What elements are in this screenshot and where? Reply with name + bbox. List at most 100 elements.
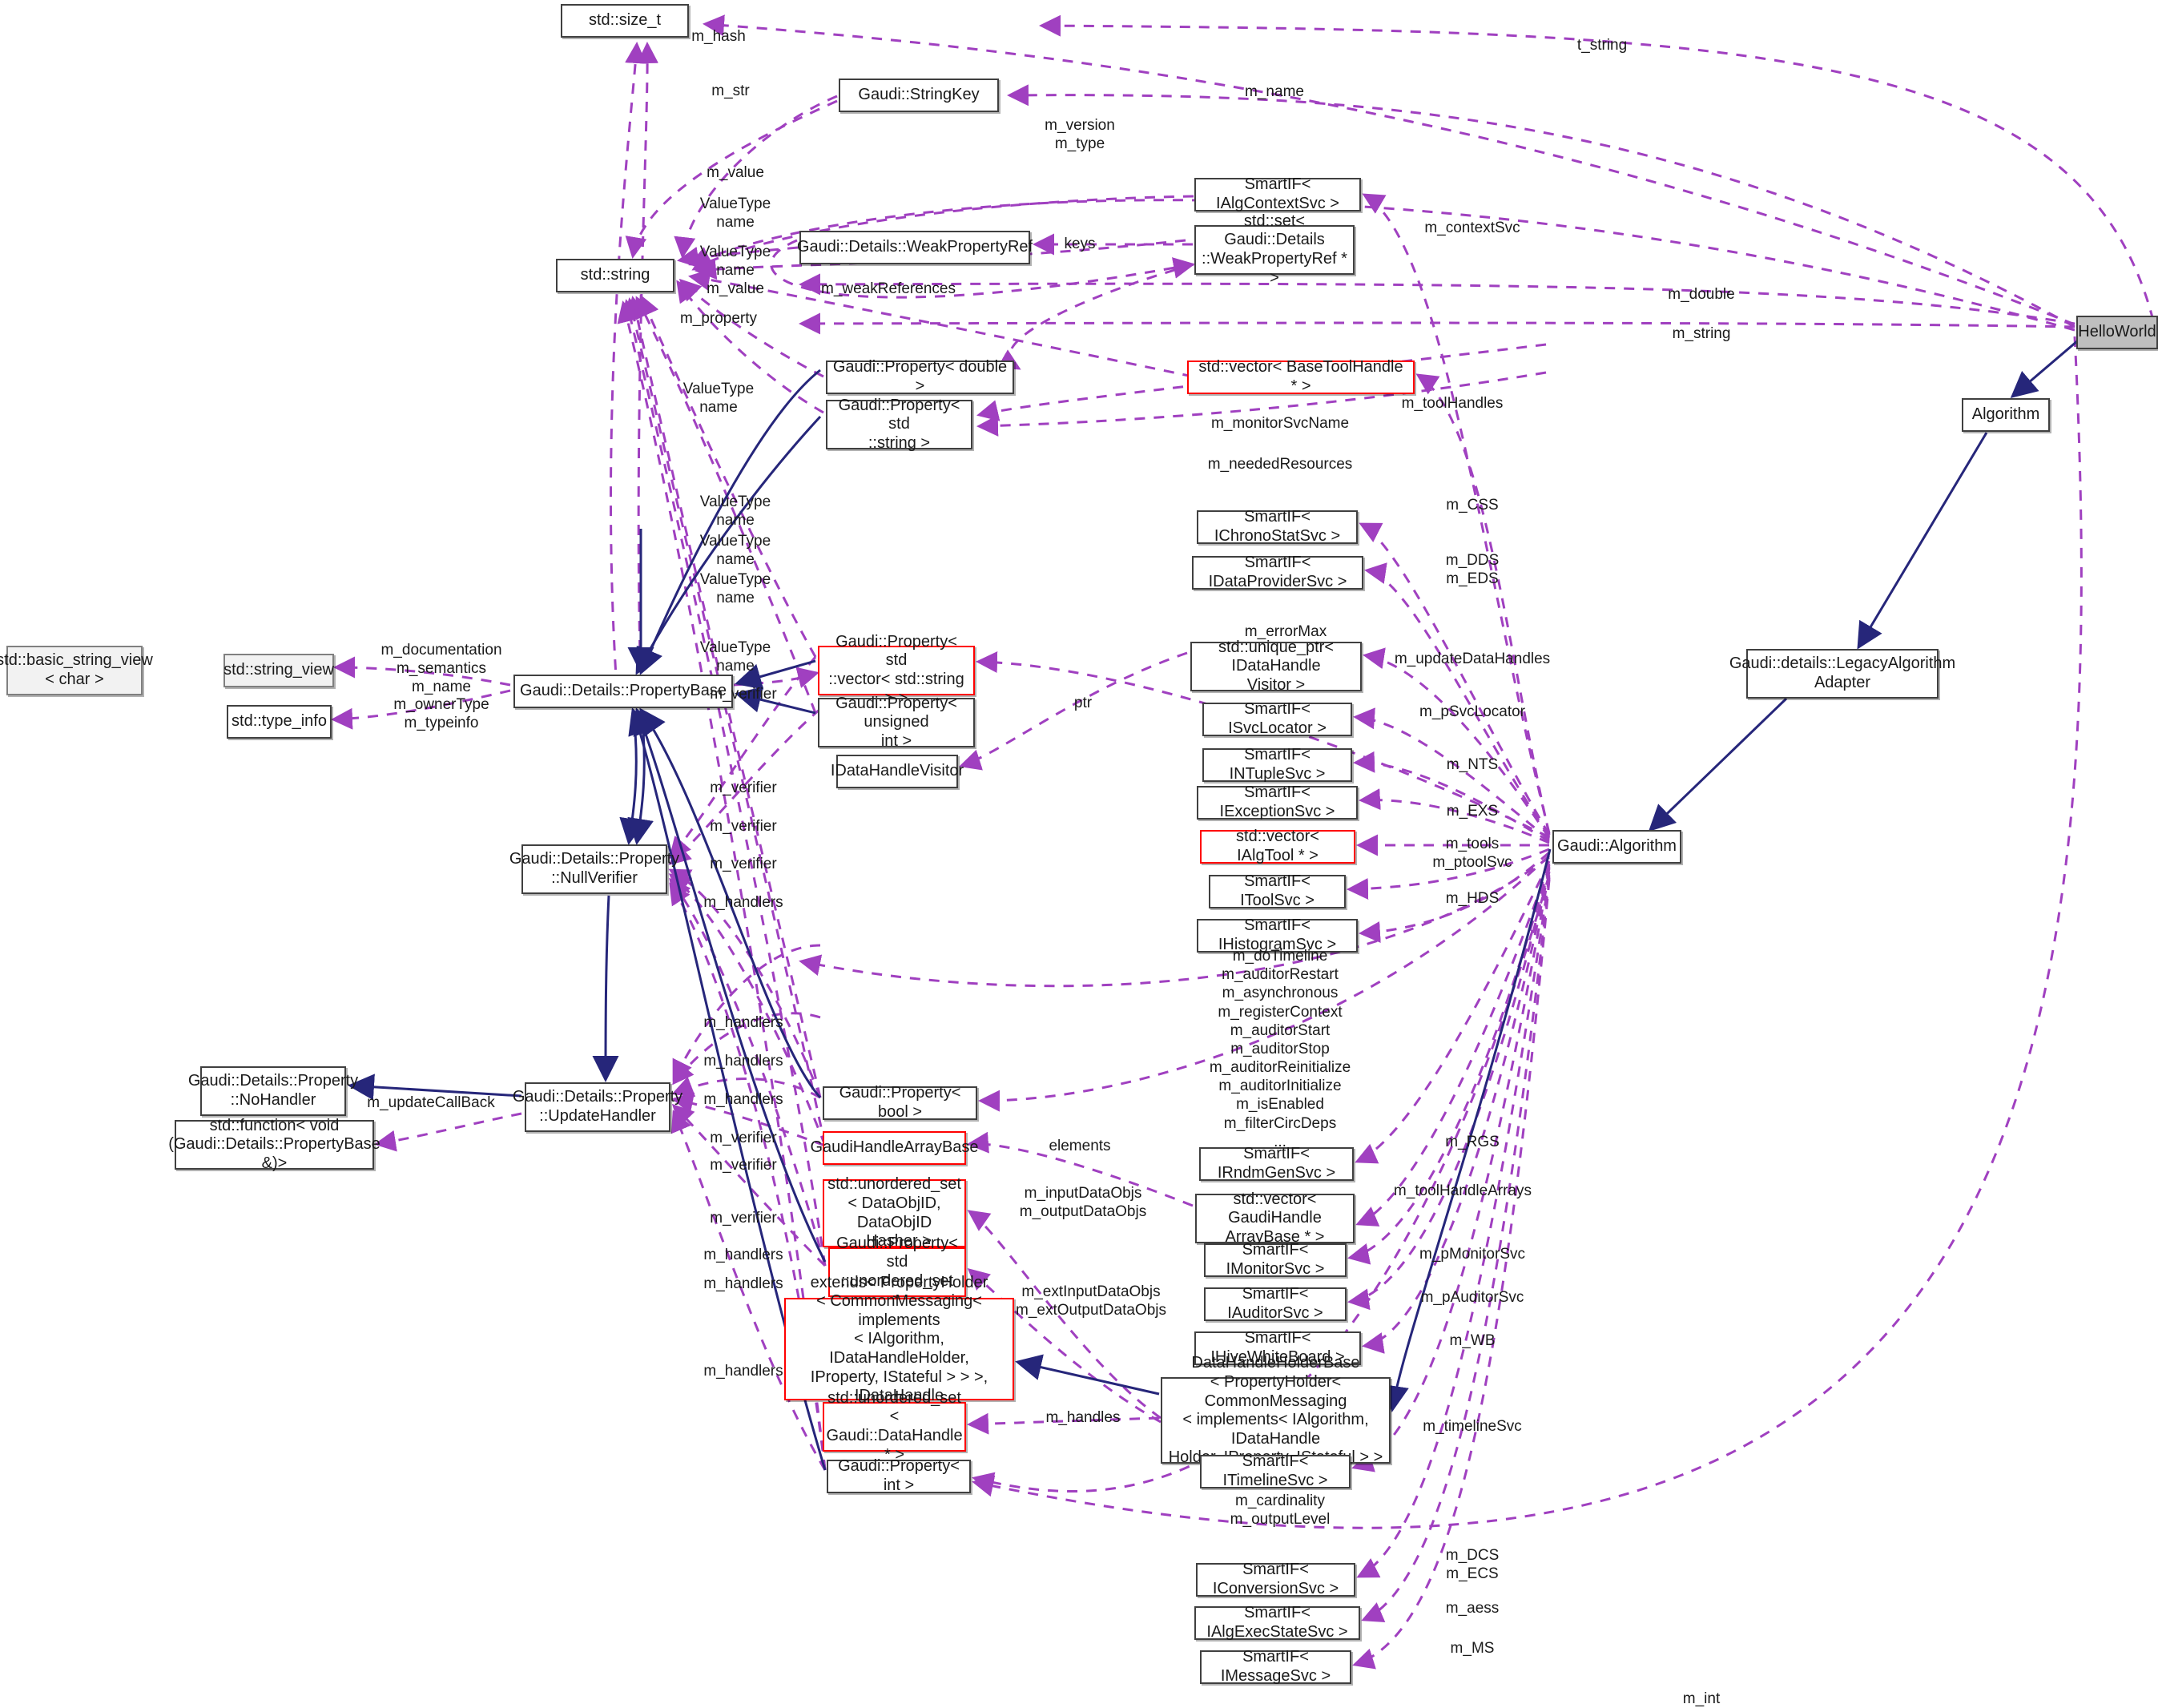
edge-label-l_m_extinputdataobjs: m_extInputDataObjs m_extOutputDataObjs [1016,1283,1166,1319]
class-node-gaudihandlearray[interactable]: GaudiHandleArrayBase [810,1131,979,1165]
class-node-extends_ph[interactable]: extends< PropertyHolder < CommonMessagin… [784,1274,1014,1424]
class-node-smartif_rndm[interactable]: SmartIF< IRndmGenSvc > [1199,1145,1354,1182]
class-node-helloworld[interactable]: HelloWorld [2076,316,2158,349]
class-node-string[interactable]: std::string [556,259,674,292]
edge-label-l_m_tools: m_tools [1445,836,1500,852]
edge-label-l_m_dds_eds: m_DDS m_EDS [1445,552,1500,588]
class-node-unordered_handle[interactable]: std::unordered_set < Gaudi::DataHandle *… [823,1389,966,1464]
class-node-prop_vec_string[interactable]: Gaudi::Property< std ::vector< std::stri… [818,633,975,707]
edge-label-l_m_ms: m_MS [1450,1640,1495,1657]
class-node-basic_string_view[interactable]: std::basic_string_view < char > [0,646,153,695]
edge-label-l_m_toolhandlearrays: m_toolHandleArrays [1393,1182,1532,1199]
edge-label-l_m_updatecallback: m_updateCallBack [367,1094,495,1111]
edge-label-l_vt_name_3: ValueType name [699,493,771,530]
edge-label-l_m_verifier_d: m_verifier [710,856,777,872]
edge-label-l_m_neededresources: m_neededResources [1207,456,1353,473]
class-node-legacyadapter[interactable]: Gaudi::details::LegacyAlgorithm Adapter [1729,649,1955,699]
class-node-algorithm[interactable]: Algorithm [1962,398,2050,432]
edge-label-l_m_verifier_f: m_verifier [710,1157,777,1174]
class-node-prop_int[interactable]: Gaudi::Property< int > [827,1457,971,1494]
class-node-smartif_hive[interactable]: SmartIF< IHiveWhiteBoard > [1194,1329,1361,1366]
class-node-smartif_auditor[interactable]: SmartIF< IAuditorSvc > [1204,1285,1347,1322]
class-node-smartif_exception[interactable]: SmartIF< IExceptionSvc > [1197,784,1358,820]
edge-label-l_m_ownertype: m_ownerType m_typeinfo [393,696,489,732]
edge-label-l_m_handlers_b: m_handlers [703,1014,783,1031]
class-node-unordered_dataobj[interactable]: std::unordered_set < DataObjID, DataObjI… [823,1175,966,1250]
edge-label-l_m_dcs_ecs: m_DCS m_ECS [1445,1547,1500,1583]
edge-label-l_m_errormax: m_errorMax [1244,623,1327,640]
class-node-stringkey[interactable]: Gaudi::StringKey [839,79,999,112]
class-node-smartif_timeline[interactable]: SmartIF< ITimelineSvc > [1200,1452,1351,1489]
edge-label-l_m_ptoolsvc: m_ptoolSvc [1432,854,1512,871]
class-node-smartif_monitor[interactable]: SmartIF< IMonitorSvc > [1204,1241,1347,1278]
class-node-smartif_ntuple[interactable]: SmartIF< INTupleSvc > [1202,746,1352,783]
class-node-uniqueptr_idhv[interactable]: std::unique_ptr< IDataHandle Visitor > [1190,638,1362,694]
edge-label-l_m_handlers_f: m_handlers [703,1275,783,1292]
edge-label-l_m_handlers_a: m_handlers [703,894,783,911]
class-node-size_t[interactable]: std::size_t [561,4,689,38]
edge-label-l_m_name_top: m_name [1245,83,1304,100]
edge-label-l_vt_name_4: ValueType name [699,533,771,569]
edge-label-l_m_str: m_str [711,83,750,99]
class-node-smartif_dataprov[interactable]: SmartIF< IDataProviderSvc > [1192,554,1363,590]
class-node-std_function[interactable]: std::function< void (Gaudi::Details::Pro… [168,1116,380,1172]
edge-label-l_m_inputdataobjs: m_inputDataObjs m_outputDataObjs [1019,1185,1147,1221]
class-node-smartif_toolsvc[interactable]: SmartIF< IToolSvc > [1209,872,1346,909]
edge-label-l_m_rgs: m_RGS [1445,1134,1500,1150]
edge-label-l_m_documentation: m_documentation m_semantics m_name [380,642,502,696]
class-node-idatahandlevisitor[interactable]: IDataHandleVisitor [831,755,964,788]
class-node-set_weakpropref[interactable]: std::set< Gaudi::Details ::WeakPropertyR… [1194,212,1355,287]
class-node-smartif_conv[interactable]: SmartIF< IConversionSvc > [1196,1561,1355,1597]
edge-label-l_ptr: ptr [1073,695,1093,711]
edge-label-l_m_nts: m_NTS [1446,756,1499,773]
class-node-string_view[interactable]: std::string_view [223,654,334,687]
edge-label-l_m_hds: m_HDS [1445,890,1500,907]
edge-label-l_m_double: m_double [1668,286,1735,303]
class-node-dhholderbase[interactable]: DataHandleHolderBase < PropertyHolder< C… [1161,1354,1391,1485]
edge-label-l_m_handlers_c: m_handlers [703,1053,783,1070]
class-node-smartif_algexec[interactable]: SmartIF< IAlgExecStateSvc > [1194,1604,1360,1641]
class-node-vec_gaudihandle[interactable]: std::vector< GaudiHandle ArrayBase * > [1195,1190,1355,1246]
edge-label-l_vt_name_5: ValueType name [699,571,771,607]
class-node-smartif_chrono[interactable]: SmartIF< IChronoStatSvc > [1197,508,1358,545]
edge-label-l_m_monitorsvcname: m_monitorSvcName [1210,415,1350,432]
edge-label-l_m_verifier_b: m_verifier [710,779,777,796]
edge-label-l_m_toolhandles: m_toolHandles [1401,395,1504,412]
edge-label-l_m_verifier_g: m_verifier [710,1210,777,1227]
class-node-weakpropref[interactable]: Gaudi::Details::WeakPropertyRef [797,231,1033,264]
class-node-smartif_histo[interactable]: SmartIF< IHistogramSvc > [1197,916,1358,953]
edge-label-l_m_version_type: m_version m_type [1045,117,1115,153]
edge-label-l_m_value_1: m_value [707,164,764,181]
edge-label-l_m_handlers_e: m_handlers [703,1247,783,1263]
class-node-prop_uint[interactable]: Gaudi::Property< unsigned int > [818,695,975,750]
edge-label-l_m_int: m_int [1682,1690,1721,1707]
class-node-prop_unordered[interactable]: Gaudi::Property< std ::unordered_set > [828,1235,966,1309]
class-node-type_info[interactable]: std::type_info [227,705,332,739]
class-node-propertybase[interactable]: Gaudi::Details::PropertyBase [513,675,733,708]
class-node-smartif_message[interactable]: SmartIF< IMessageSvc > [1200,1648,1351,1685]
edge-label-l_m_hash: m_hash [691,28,746,45]
edge-label-l_m_pauditorsvc: m_pAuditorSvc [1420,1289,1524,1306]
edge-label-l_m_timelinesvc: m_timelineSvc [1423,1418,1522,1435]
class-node-smartif_svcloc[interactable]: SmartIF< ISvcLocator > [1202,700,1352,737]
class-node-prop_double[interactable]: Gaudi::Property< double > [826,358,1014,395]
edge-label-l_m_handles: m_handles [1045,1409,1121,1426]
class-node-prop_bool[interactable]: Gaudi::Property< bool > [823,1084,977,1121]
class-node-vec_basetoolhandle[interactable]: std::vector< BaseToolHandle * > [1187,358,1415,395]
edge-label-l_m_property: m_property [679,310,758,327]
class-node-nohandler[interactable]: Gaudi::Details::Property ::NoHandler [188,1066,358,1116]
class-node-nullverifier[interactable]: Gaudi::Details::Property ::NullVerifier [509,844,679,894]
edge-label-l_m_psvclocator: m_pSvcLocator [1419,703,1526,720]
class-node-updatehandler[interactable]: Gaudi::Details::Property ::UpdateHandler [513,1082,682,1132]
edge-label-l_vt_name_6: ValueType name [699,639,771,675]
edge-label-l_vt_name_1: ValueType name [699,195,771,232]
edge-label-l_keys: keys [1064,236,1096,252]
class-node-gaudi_algorithm[interactable]: Gaudi::Algorithm [1552,830,1681,864]
edge-label-l_elements: elements [1049,1138,1111,1154]
class-node-vec_ialgtool[interactable]: std::vector< IAlgTool * > [1200,828,1355,864]
class-node-prop_string[interactable]: Gaudi::Property< std ::string > [826,397,972,452]
edge-label-l_m_handlers_g: m_handlers [703,1363,783,1380]
class-node-smartif_algctx[interactable]: SmartIF< IAlgContextSvc > [1194,175,1361,212]
